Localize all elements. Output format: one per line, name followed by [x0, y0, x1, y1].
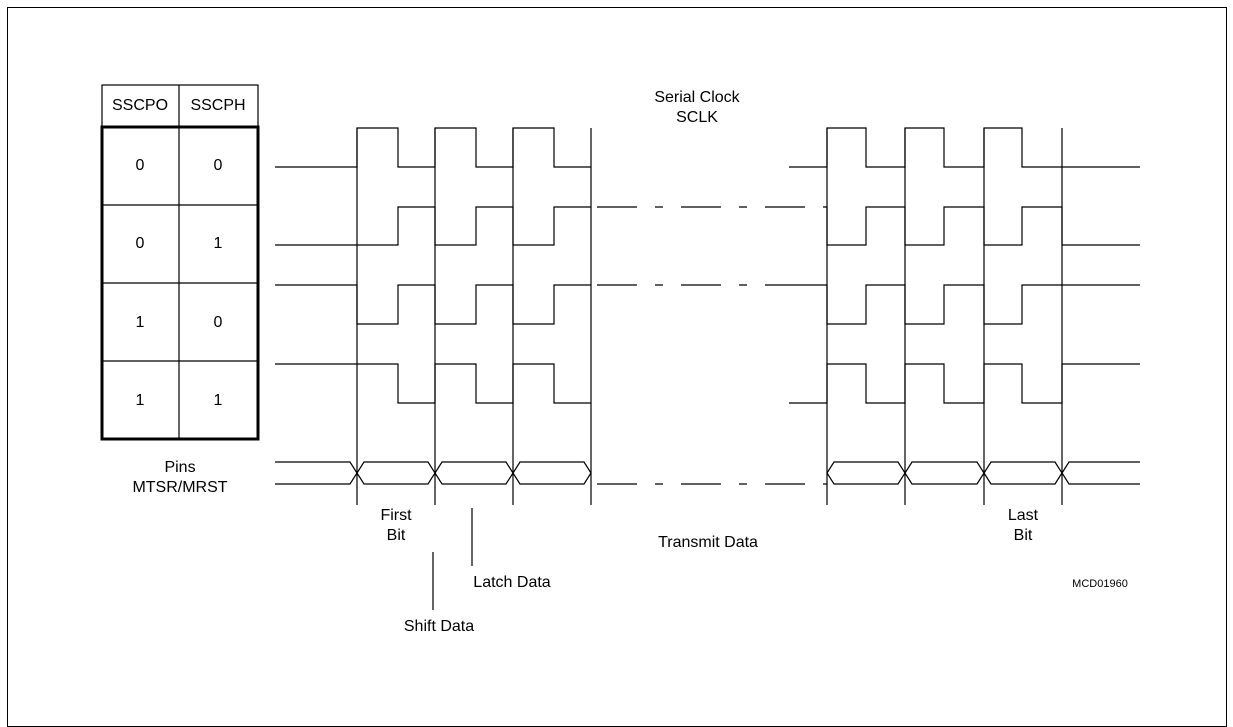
cell-sscpo-row4: 1 — [135, 392, 145, 409]
cell-sscph-row1: 0 — [213, 157, 223, 174]
timing-diagram — [100, 84, 1140, 610]
serial-clock-label: Serial Clock — [654, 89, 740, 106]
shift-data-label: Shift Data — [403, 618, 475, 635]
cell-sscpo-row2: 0 — [135, 235, 145, 252]
clock-edge-markers — [356, 128, 1063, 505]
transmit-data-label: Transmit Data — [658, 534, 758, 551]
sclk-wave-11-left — [275, 363, 591, 404]
pins-name-label: MTSR/MRST — [132, 479, 228, 496]
data-bus — [275, 461, 1140, 485]
sclk-wave-00-left — [275, 127, 591, 168]
cell-sscpo-row1: 0 — [135, 157, 145, 174]
sclk-wave-00-right — [789, 127, 1140, 168]
mode-table-grid — [100, 84, 260, 441]
pins-label: Pins — [164, 459, 196, 476]
sclk-wave-10-left — [275, 284, 591, 325]
cell-sscph-row4: 1 — [213, 392, 223, 409]
cell-sscph-row2: 1 — [213, 235, 223, 252]
sclk-wave-10-right — [789, 284, 1140, 325]
sclk-wave-01-right — [826, 206, 1140, 246]
first-label: First — [380, 507, 412, 524]
last-bit-label: Bit — [1013, 527, 1033, 544]
sclk-waveforms — [275, 127, 1140, 404]
cell-sscph-row3: 0 — [213, 314, 223, 331]
first-bit-label: Bit — [386, 527, 406, 544]
pointer-lines — [432, 508, 473, 610]
header-sscph: SSCPH — [190, 97, 246, 114]
sclk-label: SCLK — [676, 109, 718, 126]
cell-sscpo-row3: 1 — [135, 314, 145, 331]
header-sscpo: SSCPO — [111, 97, 169, 114]
sclk-wave-11-right — [789, 363, 1140, 404]
last-label: Last — [1007, 507, 1039, 524]
figure-id: MCD01960 — [1072, 578, 1128, 590]
continuation-lines — [597, 206, 827, 485]
latch-data-label: Latch Data — [473, 574, 551, 591]
sclk-wave-01-left — [275, 206, 591, 246]
